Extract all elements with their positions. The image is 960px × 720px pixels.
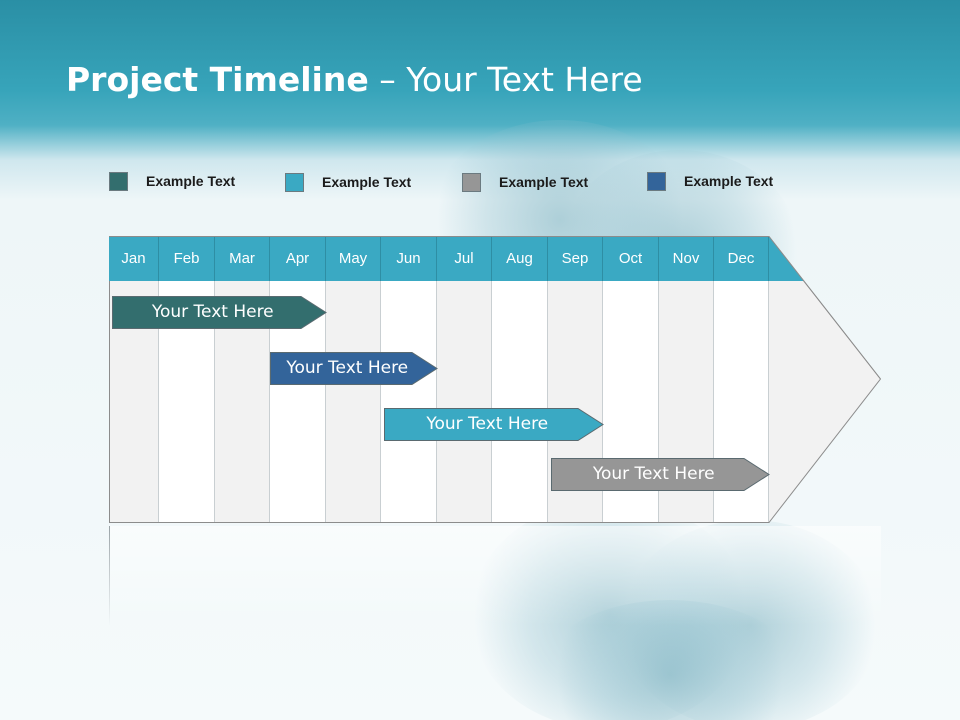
month-header: Aug bbox=[492, 236, 548, 281]
month-header: Nov bbox=[659, 236, 714, 281]
task-label: Your Text Here bbox=[286, 358, 409, 378]
month-column bbox=[492, 236, 548, 522]
title-rest: – Your Text Here bbox=[368, 60, 643, 99]
month-column bbox=[109, 236, 159, 522]
timeline-top-border bbox=[109, 236, 769, 237]
task-arrow-shape bbox=[551, 458, 770, 491]
task-arrow-shape bbox=[270, 352, 438, 385]
task-arrow bbox=[551, 458, 770, 491]
legend-item: Example Text bbox=[285, 171, 411, 193]
legend-label: Example Text bbox=[146, 173, 236, 189]
legend-label: Example Text bbox=[684, 173, 774, 189]
month-column bbox=[437, 236, 492, 522]
timeline-arrow-edge bbox=[768, 236, 881, 380]
timeline-bottom-border bbox=[109, 522, 769, 523]
legend-item: Example Text bbox=[647, 170, 773, 192]
task-arrow-shape bbox=[384, 408, 604, 441]
task-arrow bbox=[112, 296, 327, 329]
legend-label: Example Text bbox=[322, 174, 412, 190]
legend-swatch bbox=[285, 172, 304, 192]
legend-item: Example Text bbox=[109, 170, 235, 192]
month-header: Mar bbox=[215, 236, 270, 281]
legend-swatch bbox=[647, 171, 666, 191]
month-header: Jul bbox=[437, 236, 492, 281]
task-arrow bbox=[384, 408, 604, 441]
legend-swatch bbox=[109, 171, 128, 191]
month-header: Jan bbox=[109, 236, 159, 281]
month-header: Feb bbox=[159, 236, 215, 281]
timeline-reflection bbox=[109, 526, 881, 626]
month-header: Jun bbox=[381, 236, 437, 281]
month-header: Dec bbox=[714, 236, 769, 281]
task-arrow bbox=[270, 352, 438, 385]
task-label: Your Text Here bbox=[151, 302, 274, 322]
page-title: Project Timeline – Your Text Here bbox=[66, 60, 643, 99]
month-column bbox=[215, 236, 270, 522]
legend-swatch bbox=[462, 172, 481, 192]
month-column bbox=[159, 236, 215, 522]
month-header: Apr bbox=[270, 236, 326, 281]
month-header: May bbox=[326, 236, 381, 281]
task-label: Your Text Here bbox=[426, 414, 549, 434]
legend-item: Example Text bbox=[462, 171, 588, 193]
reflection-line bbox=[109, 526, 110, 626]
month-header: Sep bbox=[548, 236, 603, 281]
task-arrow-shape bbox=[112, 296, 327, 329]
month-header: Oct bbox=[603, 236, 659, 281]
legend-label: Example Text bbox=[499, 174, 589, 190]
task-label: Your Text Here bbox=[592, 464, 715, 484]
title-bold: Project Timeline bbox=[66, 60, 369, 99]
